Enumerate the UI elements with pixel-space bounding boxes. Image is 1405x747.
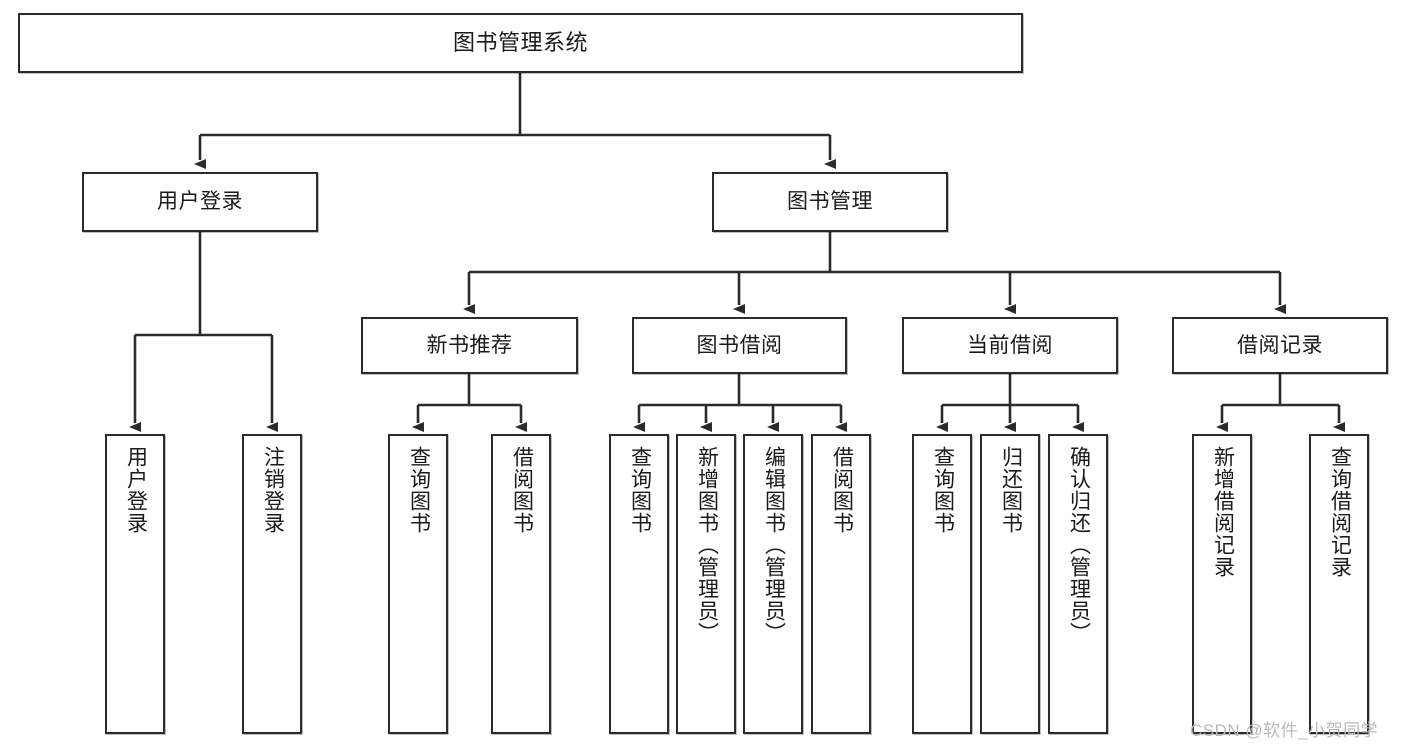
node-label: 查询借阅记录 [1328,446,1352,578]
node-borrow-record[interactable]: 借阅记录 [1172,317,1388,374]
node-label: 图书管理系统 [452,29,588,55]
leaf-new-book-borrow[interactable]: 借阅图书 [491,434,551,734]
node-user-login[interactable]: 用户登录 [82,172,318,232]
leaf-book-borrow-add[interactable]: 新增图书（管理员） [676,434,736,734]
leaf-book-borrow-borrow[interactable]: 借阅图书 [811,434,871,734]
leaf-current-borrow-query[interactable]: 查询图书 [912,434,972,734]
leaf-borrow-record-add[interactable]: 新增借阅记录 [1192,434,1252,734]
node-label: 注销登录 [261,446,285,534]
node-label: 借阅图书 [510,446,534,534]
node-current-borrow[interactable]: 当前借阅 [902,317,1118,374]
node-label: 当前借阅 [967,333,1053,357]
leaf-user-login-login[interactable]: 用户登录 [105,434,165,734]
node-label: 用户登录 [157,190,243,214]
leaf-borrow-record-query[interactable]: 查询借阅记录 [1309,434,1369,734]
node-label: 查询图书 [628,446,652,534]
node-root-system[interactable]: 图书管理系统 [18,13,1023,73]
node-label: 用户登录 [124,446,148,534]
node-label: 新增图书（管理员） [695,446,719,644]
leaf-new-book-query[interactable]: 查询图书 [388,434,448,734]
node-label: 图书借阅 [696,333,783,357]
node-new-book-recommend[interactable]: 新书推荐 [361,317,578,374]
leaf-book-borrow-edit[interactable]: 编辑图书（管理员） [743,434,803,734]
node-label: 借阅记录 [1237,333,1323,357]
node-book-management[interactable]: 图书管理 [712,172,948,232]
node-label: 归还图书 [999,446,1023,534]
node-book-borrow[interactable]: 图书借阅 [632,317,847,374]
node-label: 查询图书 [407,446,431,534]
leaf-book-borrow-query[interactable]: 查询图书 [609,434,669,734]
node-label: 查询图书 [931,446,955,534]
node-label: 图书管理 [787,190,873,214]
node-label: 编辑图书（管理员） [762,446,786,644]
node-label: 新增借阅记录 [1211,446,1235,578]
leaf-user-login-logout[interactable]: 注销登录 [242,434,302,734]
node-label: 新书推荐 [426,333,513,357]
node-label: 确认归还（管理员） [1067,446,1091,644]
leaf-current-borrow-confirm[interactable]: 确认归还（管理员） [1048,434,1108,734]
csdn-watermark: CSDN @软件_小贺同学 [1190,721,1379,740]
node-label: 借阅图书 [830,446,854,534]
leaf-current-borrow-return[interactable]: 归还图书 [980,434,1040,734]
